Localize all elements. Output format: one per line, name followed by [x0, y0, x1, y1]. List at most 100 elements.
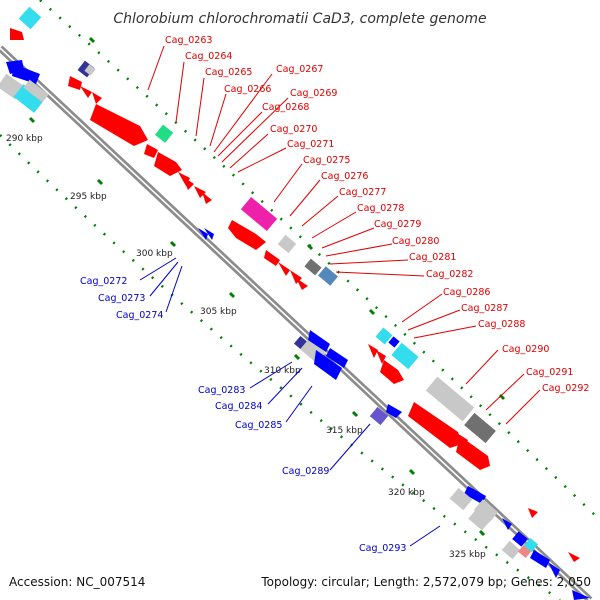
gene-gray: [84, 64, 96, 76]
gene-gray: [501, 540, 521, 560]
gene-label-cag-0284: Cag_0284: [215, 401, 262, 412]
map-title: Chlorobium chlorochromatii CaD3, complet…: [113, 11, 486, 27]
inner-guide-ring: [0, 134, 561, 600]
gene-label-cag-0290: Cag_0290: [502, 344, 549, 355]
gene-blue: [308, 330, 330, 352]
gene-red: [154, 152, 182, 176]
gene-label-cag-0287: Cag_0287: [461, 303, 508, 314]
gene-blue: [530, 550, 550, 568]
gene-label-cag-0282: Cag_0282: [426, 269, 473, 280]
gene-gray: [277, 234, 297, 254]
gene-red: [228, 220, 266, 250]
tick-290: [28, 116, 36, 124]
gene-red: [144, 144, 158, 158]
scale-label-295: 295 kbp: [70, 192, 107, 202]
gene-label-cag-0293: Cag_0293: [359, 543, 406, 554]
tick-outer-3: [368, 308, 376, 316]
gene-red: [380, 360, 404, 384]
gene-gray: [473, 499, 499, 523]
scale-label-320: 320 kbp: [388, 488, 425, 498]
outer-guide-ring: [39, 0, 600, 521]
gene-label-cag-0278: Cag_0278: [357, 203, 404, 214]
gene-label-cag-0280: Cag_0280: [392, 236, 439, 247]
gene-features: [0, 6, 590, 600]
accession-label: Accession: NC_007514: [9, 575, 145, 589]
gene-label-cag-0264: Cag_0264: [185, 51, 232, 62]
gene-red: [182, 176, 194, 190]
gene-red: [456, 436, 490, 470]
gene-cyan: [13, 84, 44, 113]
gene-label-cag-0285: Cag_0285: [235, 420, 282, 431]
gene-cyan: [375, 327, 393, 345]
gene-red: [568, 552, 580, 562]
gene-label-cag-0276: Cag_0276: [321, 171, 368, 182]
scale-label-315: 315 kbp: [326, 426, 363, 436]
gene-magenta: [240, 196, 278, 232]
gene-label-cag-0266: Cag_0266: [224, 84, 271, 95]
gene-gray: [425, 376, 475, 422]
gene-blue: [314, 350, 342, 380]
gene-red: [80, 86, 92, 98]
tick-310: [293, 353, 301, 361]
tick-305: [228, 291, 236, 299]
gene-gray: [23, 79, 49, 103]
tick-300: [169, 240, 177, 248]
tick-315: [351, 410, 359, 418]
forward-leader-lines: [147, 45, 541, 425]
scale-label-305: 305 kbp: [200, 307, 237, 317]
gene-red: [376, 350, 386, 364]
gene-cyan: [18, 6, 42, 30]
gene-red: [528, 508, 538, 518]
gene-blue: [198, 228, 208, 240]
gene-gray: [449, 487, 473, 511]
gene-red: [90, 104, 148, 146]
gene-red: [10, 28, 24, 40]
tick-outer-2: [306, 243, 314, 251]
gene-label-cag-0292: Cag_0292: [542, 383, 589, 394]
gene-label-cag-0267: Cag_0267: [276, 64, 323, 75]
topology-label: Topology: circular; Length: 2,572,079 bp…: [260, 575, 591, 589]
gene-red: [278, 262, 290, 276]
gene-darkgray: [464, 412, 496, 444]
gene-blue: [204, 228, 214, 240]
gene-label-cag-0291: Cag_0291: [526, 367, 573, 378]
gene-label-cag-0277: Cag_0277: [339, 187, 386, 198]
gene-blue: [548, 562, 560, 578]
gene-blue: [572, 590, 590, 600]
gene-red: [296, 278, 308, 290]
gene-label-cag-0263: Cag_0263: [165, 35, 212, 46]
gene-darkgray: [304, 258, 322, 276]
gene-steel: [318, 266, 338, 286]
tick-295: [96, 178, 104, 186]
gene-label-cag-0273: Cag_0273: [98, 293, 145, 304]
gene-label-cag-0283: Cag_0283: [198, 385, 245, 396]
gene-red: [368, 344, 378, 358]
gene-cyan: [391, 342, 419, 370]
gene-label-cag-0274: Cag_0274: [116, 310, 163, 321]
scale-label-325: 325 kbp: [449, 550, 486, 560]
scale-label-300: 300 kbp: [136, 249, 173, 259]
gene-blue: [464, 486, 486, 504]
tick-320: [408, 468, 416, 476]
scale-label-310: 310 kbp: [264, 366, 301, 376]
scale-label-290: 290 kbp: [6, 134, 43, 144]
gene-green: [154, 124, 174, 143]
gene-blue: [326, 348, 348, 368]
gene-label-cag-0269: Cag_0269: [290, 88, 337, 99]
gene-red: [92, 92, 102, 104]
forward-gene-labels: Cag_0263 Cag_0264 Cag_0265 Cag_0266 Cag_…: [165, 35, 589, 394]
gene-label-cag-0281: Cag_0281: [409, 252, 456, 263]
gene-blue: [12, 64, 40, 84]
gene-label-cag-0271: Cag_0271: [287, 139, 334, 150]
gene-label-cag-0270: Cag_0270: [270, 124, 317, 135]
tick-outer-1: [88, 36, 96, 44]
gene-red: [202, 192, 212, 204]
gene-blue: [388, 336, 400, 348]
gene-gray: [468, 509, 490, 531]
gene-blue: [386, 404, 402, 418]
gene-red: [68, 76, 82, 90]
gene-label-cag-0272: Cag_0272: [80, 276, 127, 287]
gene-label-cag-0288: Cag_0288: [478, 319, 525, 330]
gene-blue: [502, 518, 512, 530]
